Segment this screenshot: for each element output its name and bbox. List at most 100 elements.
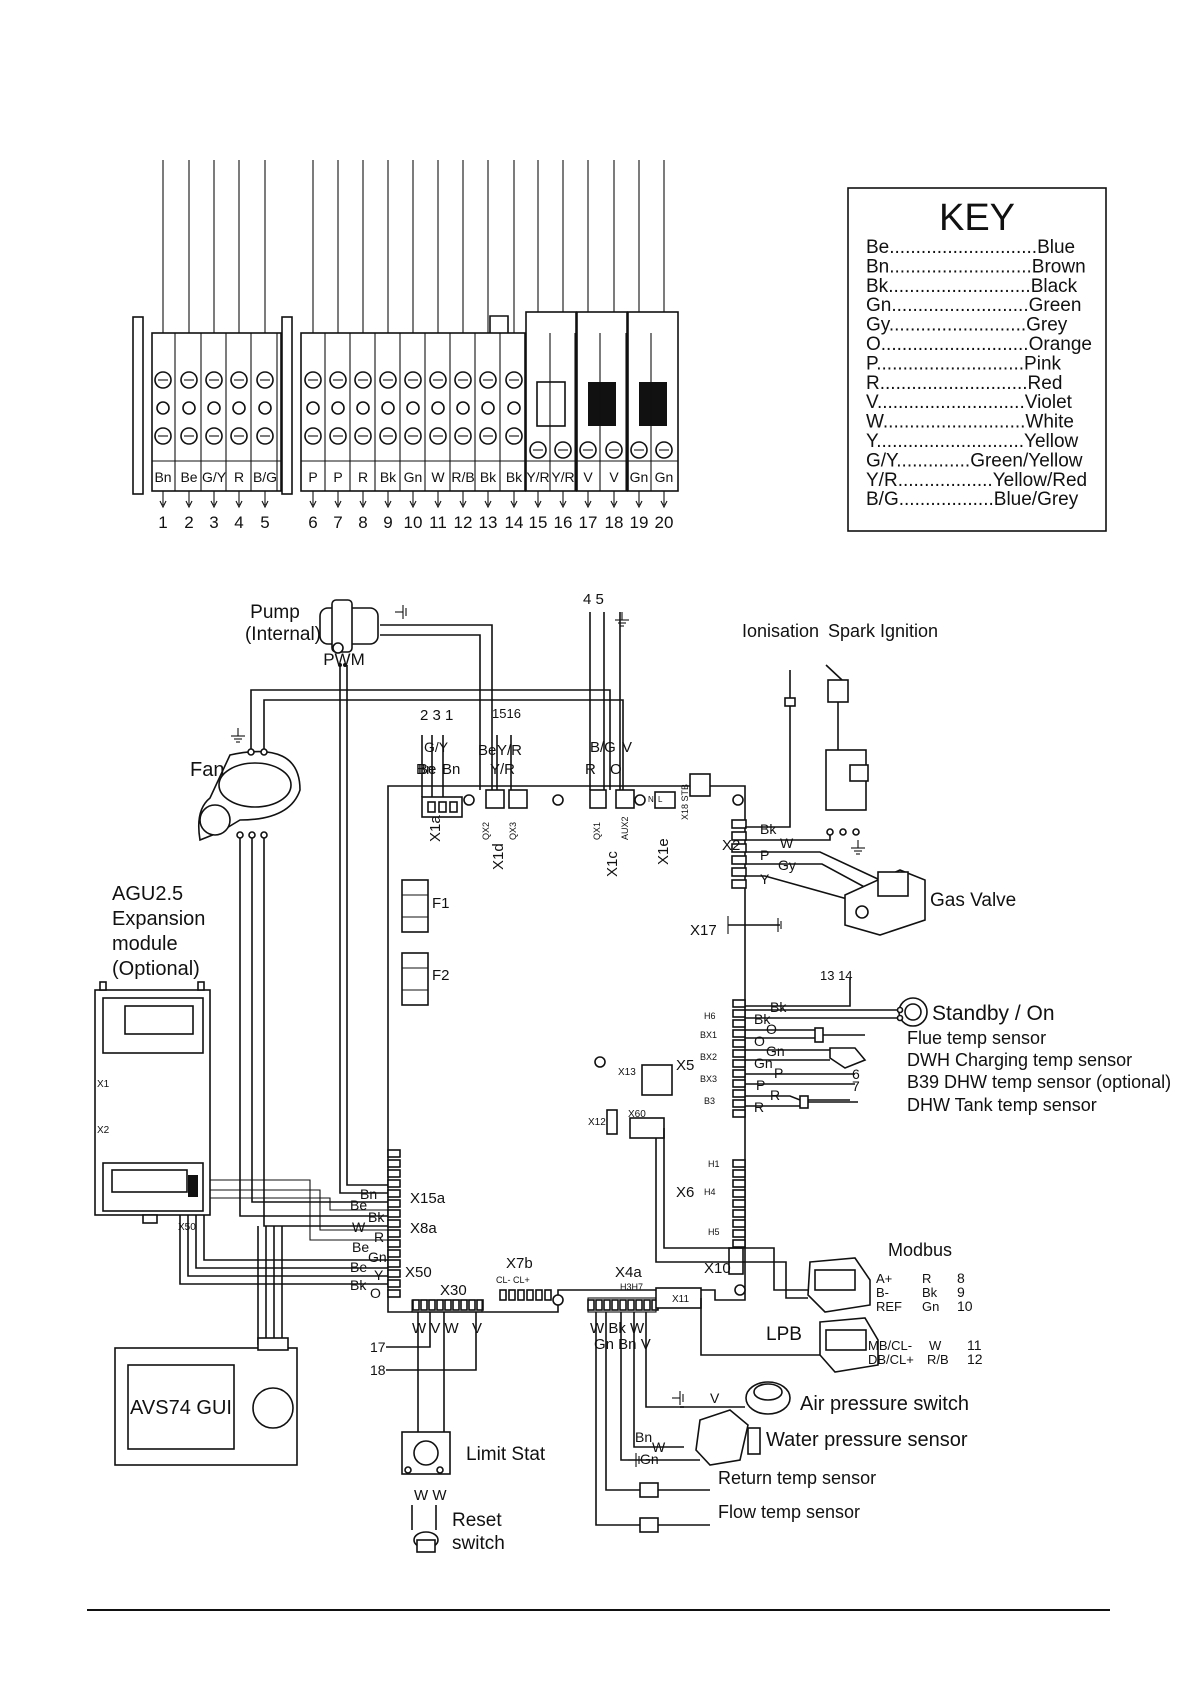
x11-label: X11 <box>672 1294 689 1305</box>
modbus-num-10: 10 <box>957 1298 973 1314</box>
tank-wire-r-2: R <box>754 1099 764 1115</box>
terminal-colour-6: P <box>308 469 317 485</box>
wire-bn-b: Bn <box>442 761 460 778</box>
x5-label: X5 <box>676 1057 694 1074</box>
lpb-num-11: 11 <box>967 1337 982 1353</box>
key-code: V <box>866 392 879 413</box>
terminal-number-12: 12 <box>454 513 473 532</box>
key-code: Gn <box>866 295 891 316</box>
x13-chip <box>641 1064 673 1096</box>
terminal-number-5: 5 <box>260 513 269 532</box>
key-dots: ............................ <box>876 353 1024 374</box>
key-code: O <box>866 334 881 355</box>
terminal-strip: Bn1Be2G/Y3R4B/G5P6P7R8Bk9Gn10W11R/B12Bk1… <box>132 160 679 532</box>
agu-module <box>94 981 211 1224</box>
relay-3-window <box>639 382 667 426</box>
lpb-label: LPB <box>766 1324 802 1345</box>
qx2-label: QX2 <box>481 822 491 840</box>
h6-label: H6 <box>704 1011 716 1021</box>
terminal-colour-20: Gn <box>655 469 674 485</box>
wire-be-2: Be <box>418 761 436 778</box>
qx3-label: QX3 <box>508 822 518 840</box>
terminal-colour-4: R <box>234 469 244 485</box>
lpb-db: DB/CL+ <box>868 1352 914 1367</box>
modbus-wire-r: R <box>922 1271 931 1286</box>
terminal-colour-12: R/B <box>451 469 474 485</box>
key-code: Y <box>866 431 879 452</box>
air-pressure-switch <box>745 1381 791 1415</box>
key-row-bg: B/G..................Blue/Grey <box>866 489 1079 510</box>
terminal-number-18: 18 <box>605 513 624 532</box>
key-title: KEY <box>939 197 1015 239</box>
left-wire-o: O <box>370 1285 381 1301</box>
x10-connector <box>728 1247 744 1275</box>
fan <box>197 748 301 842</box>
key-name: Violet <box>1025 392 1073 413</box>
key-row-gy: G/Y..............Green/Yellow <box>866 450 1083 471</box>
key-name: Green/Yellow <box>970 450 1083 471</box>
lpb-connector <box>819 1317 879 1373</box>
gas-valve-label: Gas Valve <box>930 890 1016 911</box>
key-name: Blue <box>1037 237 1075 258</box>
x2-wire-gy: Gy <box>778 857 796 873</box>
avs74-gui <box>114 1337 298 1466</box>
reset-label-1: Reset <box>452 1510 502 1531</box>
key-code: Y/R <box>866 470 898 491</box>
key-code: Be <box>866 237 889 258</box>
terminal-number-10: 10 <box>404 513 423 532</box>
flue-wire-o-2: O <box>754 1033 765 1049</box>
cl-label: CL- CL+ <box>496 1275 530 1285</box>
water-wire-w: W <box>652 1439 666 1455</box>
key-row-gy: Gy..........................Grey <box>866 315 1068 336</box>
key-name: Yellow <box>1024 431 1079 452</box>
terminal-colour-18: V <box>609 469 619 485</box>
key-row-p: P............................Pink <box>866 353 1062 374</box>
x4a-label: X4a <box>615 1264 642 1281</box>
standby-wire-bk-2: Bk <box>754 1011 771 1027</box>
bx1-label: BX1 <box>700 1030 717 1040</box>
key-name: Green <box>1029 295 1082 316</box>
x1a-label: X1a <box>427 815 444 842</box>
l-label: L <box>658 795 663 804</box>
key-dots: .................. <box>899 489 994 510</box>
terminal-number-20: 20 <box>655 513 674 532</box>
aux2-label: AUX2 <box>620 816 630 840</box>
terminal-colour-2: Be <box>180 469 197 485</box>
flue-sensor-label: Flue temp sensor <box>907 1028 1046 1048</box>
lpb-wire-w: W <box>929 1338 942 1353</box>
key-name: Blue/Grey <box>994 489 1079 510</box>
h1-label: H1 <box>708 1159 720 1169</box>
b39-sensor-label: B39 DHW temp sensor (optional) <box>907 1072 1171 1092</box>
terminal-colour-5: B/G <box>253 469 277 485</box>
key-name: Pink <box>1024 353 1061 374</box>
x2-wire-w: W <box>780 835 794 851</box>
key-name: Black <box>1031 276 1078 297</box>
left-wire-be-3: Be <box>350 1259 367 1275</box>
left-wire-w: W <box>352 1219 366 1235</box>
key-row-o: O............................Orange <box>866 334 1092 355</box>
terminal-number-7: 7 <box>333 513 342 532</box>
ionisation-label: Ionisation <box>742 621 819 641</box>
terminal-number-9: 9 <box>383 513 392 532</box>
x60-connector <box>629 1117 665 1139</box>
fuse-f2 <box>401 952 429 1006</box>
x18stb-label: X18 STB <box>680 784 690 820</box>
key-row-bk: Bk...........................Black <box>866 276 1078 297</box>
terminal-number-19: 19 <box>630 513 649 532</box>
reset-switch <box>413 1531 439 1553</box>
qx1-label: QX1 <box>592 822 602 840</box>
modbus-num-8: 8 <box>957 1270 965 1286</box>
key-dots: ............................ <box>889 237 1037 258</box>
x30-wire-v: V <box>472 1320 482 1337</box>
modbus-connector <box>807 1257 871 1313</box>
terminal-number-14: 14 <box>505 513 524 532</box>
h3h7-label: H3H7 <box>620 1282 643 1292</box>
f2-label: F2 <box>432 967 450 984</box>
b39-wire-p-2: P <box>756 1077 765 1093</box>
x6-label: X6 <box>676 1184 694 1201</box>
fan-label: Fan <box>190 759 224 781</box>
wire-be: Be <box>478 742 496 759</box>
x8a-label: X8a <box>410 1220 437 1237</box>
left-wire-bk: Bk <box>368 1209 385 1225</box>
